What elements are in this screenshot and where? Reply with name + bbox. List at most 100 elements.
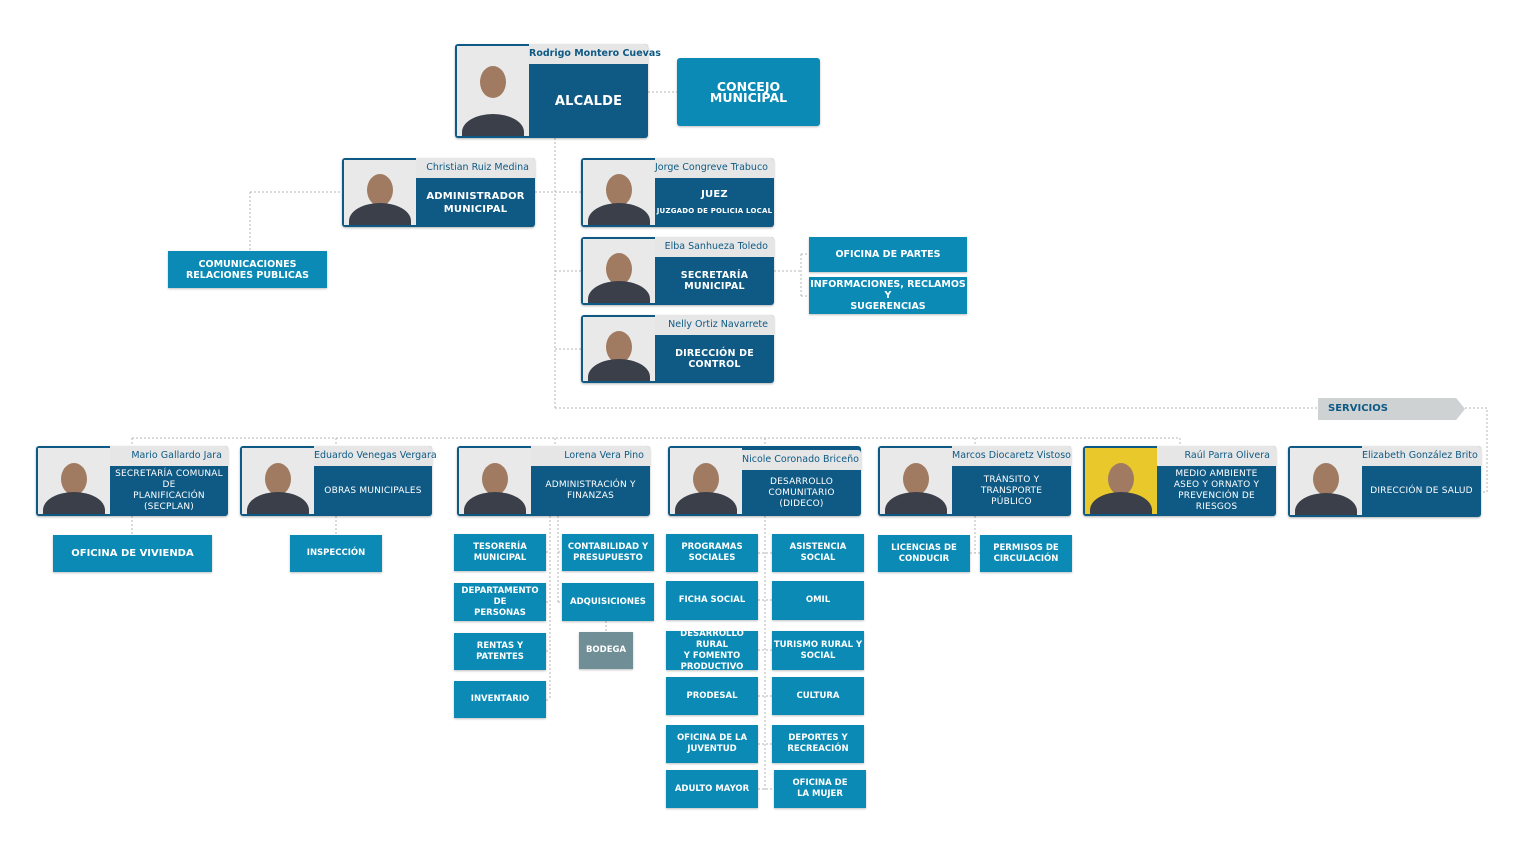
line: TESORERÍA <box>473 541 527 552</box>
line: CONTABILIDAD Y <box>567 541 649 552</box>
line: COMUNICACIONES <box>198 258 297 270</box>
line: SECRETARÍA COMUNAL DE <box>115 469 223 490</box>
card-obras[interactable]: Eduardo Venegas Vergara OBRAS MUNICIPALE… <box>240 446 437 516</box>
name: Lorena Vera Pino <box>531 446 650 466</box>
title-line: MUNICIPAL <box>443 203 508 215</box>
photo-secplan <box>38 448 110 514</box>
line: LICENCIAS DE <box>891 542 957 553</box>
line: SOCIAL <box>800 650 836 661</box>
line: ASEO Y ORNATO Y <box>1173 480 1260 490</box>
line: CONDUCIR <box>898 553 950 564</box>
box-ficha-social[interactable]: FICHA SOCIAL <box>666 581 758 620</box>
card-alcalde[interactable]: Rodrigo Montero Cuevas ALCALDE <box>455 44 661 138</box>
photo-transito <box>880 448 952 514</box>
line: DESARROLLO RURAL <box>680 628 744 650</box>
card-secplan[interactable]: Mario Gallardo Jara SECRETARÍA COMUNAL D… <box>36 446 228 516</box>
title-line: ADMINISTRADOR <box>426 190 525 202</box>
line: OFICINA DE <box>792 778 848 788</box>
line: JUVENTUD <box>687 744 737 754</box>
photo-administrador <box>344 160 416 225</box>
name: Nicole Coronado Briceño <box>742 450 861 470</box>
servicios-traspasados-tag: SERVICIOS TRASPASADOS <box>1318 398 1465 420</box>
title: DIRECCIÓN DE SALUD <box>1370 486 1473 496</box>
name: Christian Ruiz Medina <box>416 158 535 178</box>
card-secretaria[interactable]: Elba Sanhueza Toledo SECRETARÍA MUNICIPA… <box>581 237 774 305</box>
line: PREVENCIÓN DE RIESGOS <box>1178 491 1255 512</box>
card-salud[interactable]: Elizabeth González Brito DIRECCIÓN DE SA… <box>1288 446 1481 517</box>
box-adulto-mayor[interactable]: ADULTO MAYOR <box>666 770 758 808</box>
line: SOCIALES <box>688 553 736 563</box>
box-oficina-vivienda[interactable]: OFICINA DE VIVIENDA <box>53 535 212 572</box>
subtitle: JUZGADO DE POLICIA LOCAL <box>656 206 773 215</box>
title: ALCALDE <box>554 93 623 109</box>
photo-control <box>583 317 655 381</box>
title: DIRECCIÓN DE CONTROL <box>675 348 754 370</box>
line: INFORMACIONES, RECLAMOS Y <box>810 279 966 301</box>
line: TRÁNSITO Y TRANSPORTE <box>980 474 1043 496</box>
name: Elizabeth González Brito <box>1362 446 1481 466</box>
line: PROGRAMAS <box>681 542 743 552</box>
title: OBRAS MUNICIPALES <box>324 485 422 496</box>
line: TURISMO RURAL Y <box>773 639 863 650</box>
line: MEDIO AMBIENTE <box>1175 469 1258 479</box>
card-juez[interactable]: Jorge Congreve Trabuco JUEZ JUZGADO DE PO… <box>581 158 774 227</box>
line: PLANIFICACIÓN <box>133 491 205 501</box>
name: Jorge Congreve Trabuco <box>655 158 774 178</box>
photo-finanzas <box>459 448 531 514</box>
line: PRESUPUESTO <box>573 552 643 563</box>
line: PRODUCTIVO <box>680 661 744 672</box>
line: FINANZAS <box>566 491 615 501</box>
line: LA MUJER <box>797 789 843 799</box>
photo-medio-ambiente <box>1085 448 1157 514</box>
box-bodega[interactable]: BODEGA <box>579 632 633 669</box>
name: Eduardo Venegas Vergara <box>314 446 437 466</box>
box-inventario[interactable]: INVENTARIO <box>454 681 546 718</box>
box-omil[interactable]: OMIL <box>772 581 864 620</box>
box-cultura[interactable]: CULTURA <box>772 677 864 715</box>
line: RECREACIÓN <box>787 744 849 754</box>
name: Elba Sanhueza Toledo <box>655 237 774 257</box>
line: (DIDECO) <box>779 498 824 509</box>
photo-juez <box>583 160 655 225</box>
box-concejo-municipal[interactable]: CONCEJO MUNICIPAL <box>677 58 820 126</box>
box-adquisiciones[interactable]: ADQUISICIONES <box>562 583 654 621</box>
photo-alcalde <box>457 46 529 136</box>
card-control[interactable]: Nelly Ortiz Navarrete DIRECCIÓN DE CONTR… <box>581 315 774 383</box>
line: PÚBLICO <box>991 496 1032 507</box>
box-oficina-partes[interactable]: OFICINA DE PARTES <box>809 237 967 272</box>
title: JUEZ <box>701 188 728 200</box>
line: Y FOMENTO <box>683 650 741 661</box>
line: DEPORTES Y <box>788 733 848 743</box>
box-prodesal[interactable]: PRODESAL <box>666 677 758 715</box>
box-rentas-patentes[interactable]: RENTAS Y PATENTES <box>454 633 546 670</box>
line: SUGERENCIAS <box>850 301 926 312</box>
line: ASISTENCIA <box>789 542 847 552</box>
box-inspeccion[interactable]: INSPECCIÓN <box>290 535 382 572</box>
line: CIRCULACIÓN <box>993 553 1059 564</box>
card-transito[interactable]: Marcos Diocaretz Vistoso TRÁNSITO Y TRAN… <box>878 446 1071 516</box>
line: (SECPLAN) <box>143 502 195 512</box>
photo-secretaria <box>583 239 655 303</box>
line: OFICINA DE LA <box>676 733 748 743</box>
line: COMUNITARIO <box>768 487 835 498</box>
line: RELACIONES PUBLICAS <box>185 269 310 281</box>
